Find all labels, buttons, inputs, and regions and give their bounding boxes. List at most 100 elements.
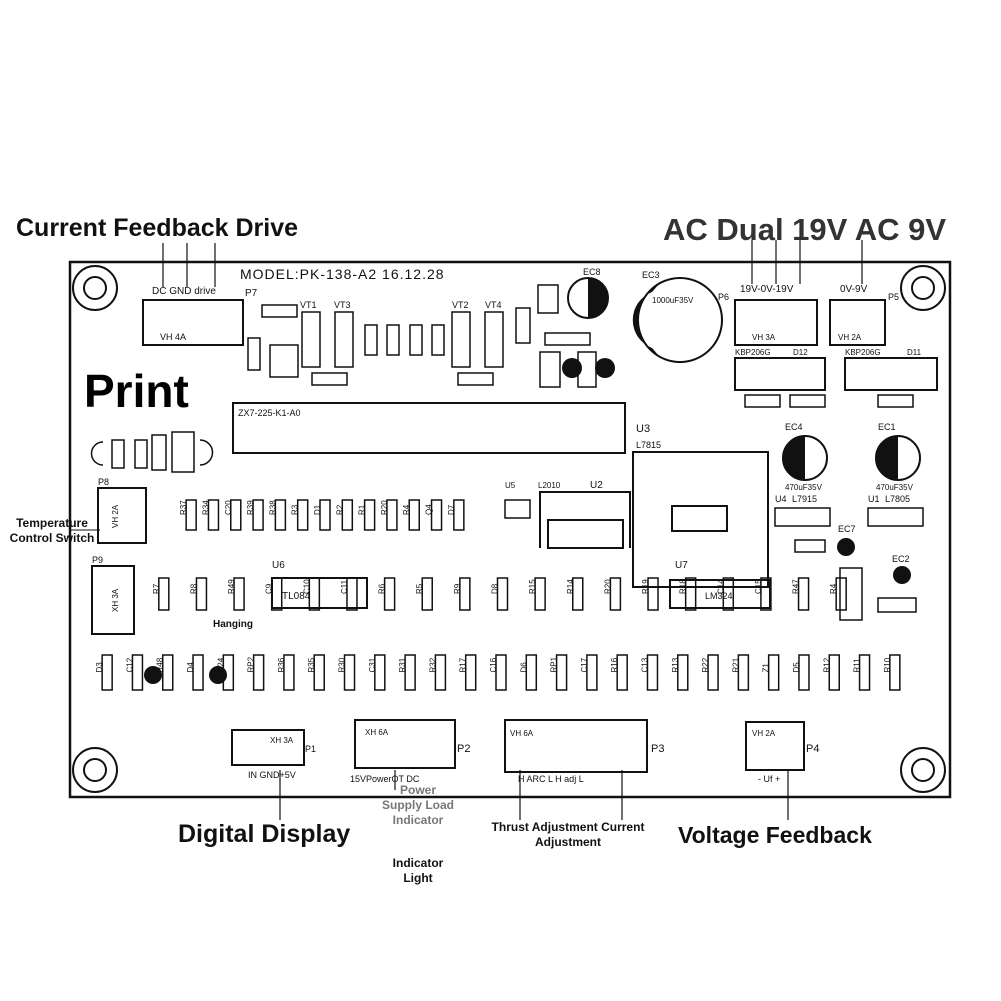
svg-text:0V-9V: 0V-9V xyxy=(840,284,868,295)
component-label: R10 xyxy=(883,657,892,672)
svg-text:15VPowerOT DC: 15VPowerOT DC xyxy=(350,774,420,784)
component-label: Z1 xyxy=(762,663,771,673)
svg-text:KBP206G: KBP206G xyxy=(735,348,771,357)
small-caps-right xyxy=(744,394,914,408)
ec9 xyxy=(144,666,162,684)
component-label: R39 xyxy=(246,500,255,515)
component-r17 xyxy=(464,654,477,691)
component-label: R38 xyxy=(268,500,277,515)
component-label: R14 xyxy=(566,579,575,594)
component-label: R34 xyxy=(201,500,210,515)
callout-power-supply-load-indicator: Power Supply Load Indicator xyxy=(382,783,454,827)
callout-voltage-feedback: Voltage Feedback xyxy=(678,822,872,848)
cap-ec3: EC3 1000uF35V xyxy=(632,270,723,363)
svg-text:U4: U4 xyxy=(775,494,787,504)
svg-text:- Uf +: - Uf + xyxy=(758,774,780,784)
component-label: R12 xyxy=(822,657,831,672)
component-label: C15 xyxy=(754,579,763,594)
component-r8 xyxy=(195,577,208,611)
component-r5 xyxy=(421,577,433,611)
svg-text:KBP206G: KBP206G xyxy=(845,348,881,357)
svg-text:EC4: EC4 xyxy=(785,422,803,432)
transistor-labels: VT1 VT3 VT2 VT4 xyxy=(300,300,502,310)
svg-text:U2: U2 xyxy=(590,480,603,491)
component-label: R20 xyxy=(603,579,612,594)
component-r30 xyxy=(343,654,356,691)
component-r3 xyxy=(296,499,309,531)
left-parts xyxy=(90,431,214,473)
svg-text:U7: U7 xyxy=(675,560,688,571)
component-label: R49 xyxy=(227,579,236,594)
component-d4 xyxy=(192,654,204,691)
bridge-labels: KBP206G D12 KBP206G D11 xyxy=(735,348,922,357)
component-r31 xyxy=(404,654,416,691)
svg-text:U1: U1 xyxy=(868,494,880,504)
component-label: D6 xyxy=(519,662,528,673)
svg-text:470uF35V: 470uF35V xyxy=(876,483,914,492)
component-r20 xyxy=(386,499,398,531)
component-label: R6 xyxy=(378,583,387,594)
connector-p7: DC GND drive P7 VH 4A xyxy=(142,286,258,346)
component-r21 xyxy=(737,654,750,691)
svg-text:P8: P8 xyxy=(98,477,109,487)
component-r13 xyxy=(677,654,689,691)
ec10 xyxy=(209,666,227,684)
component-z1 xyxy=(767,654,780,691)
component-label: C16 xyxy=(489,657,498,672)
component-r19 xyxy=(647,577,659,611)
component-label: D4 xyxy=(186,662,195,673)
component-c10 xyxy=(308,577,321,611)
svg-text:L7915: L7915 xyxy=(792,494,817,504)
svg-text:VH 3A: VH 3A xyxy=(752,333,776,342)
component-label: D7 xyxy=(447,504,456,515)
svg-text:L2010: L2010 xyxy=(538,481,561,490)
component-d7 xyxy=(453,499,465,531)
component-r6 xyxy=(383,577,396,611)
ec8-label: EC8 xyxy=(583,267,601,277)
svg-text:VH 2A: VH 2A xyxy=(752,729,776,738)
component-label: R5 xyxy=(415,583,424,594)
component-r35 xyxy=(313,654,325,691)
u4-u1-labels: U4 L7915 U1 L7805 xyxy=(775,494,910,504)
component-r11 xyxy=(858,654,871,691)
svg-text:EC3: EC3 xyxy=(642,270,660,280)
callout-print: Print xyxy=(84,365,189,417)
svg-text:LM324: LM324 xyxy=(705,591,733,601)
component-label: R9 xyxy=(453,583,462,594)
u4-u1 xyxy=(774,507,924,621)
component-r32 xyxy=(434,654,447,691)
component-label: R2 xyxy=(335,504,344,515)
svg-text:VH 6A: VH 6A xyxy=(510,729,534,738)
svg-text:U3: U3 xyxy=(636,423,650,435)
svg-text:U5: U5 xyxy=(505,481,516,490)
svg-text:VT4: VT4 xyxy=(485,300,502,310)
svg-text:VH 2A: VH 2A xyxy=(111,504,120,528)
component-label: R18 xyxy=(679,579,688,594)
component-r4 xyxy=(835,577,847,611)
callout-digital-display: Digital Display xyxy=(178,820,351,848)
connector-p3: VH 6A P3 H ARC L H adj L xyxy=(504,719,664,784)
component-label: R16 xyxy=(610,657,619,672)
component-label: R11 xyxy=(853,658,862,673)
small-ecs: EC7 EC2 xyxy=(837,524,911,584)
component-label: R30 xyxy=(338,657,347,672)
svg-text:EC2: EC2 xyxy=(892,554,910,564)
connector-p1: XH 3A P1 IN GND+5V xyxy=(231,729,316,780)
svg-text:VT2: VT2 xyxy=(452,300,469,310)
component-label: R13 xyxy=(671,657,680,672)
component-label: D5 xyxy=(792,662,801,673)
svg-text:D12: D12 xyxy=(793,348,808,357)
component-label: R1 xyxy=(358,504,367,515)
component-r14 xyxy=(572,577,584,611)
component-label: C12 xyxy=(125,657,134,672)
svg-text:1000uF35V: 1000uF35V xyxy=(652,296,694,305)
component-label: R17 xyxy=(459,657,468,672)
board-model: MODEL:PK-138-A2 16.12.28 xyxy=(240,266,445,282)
p7-id: P7 xyxy=(245,288,258,299)
component-label: R20 xyxy=(380,500,389,515)
component-label: Q4 xyxy=(425,504,434,515)
component-r20 xyxy=(609,577,622,611)
component-label: R8 xyxy=(189,583,198,594)
